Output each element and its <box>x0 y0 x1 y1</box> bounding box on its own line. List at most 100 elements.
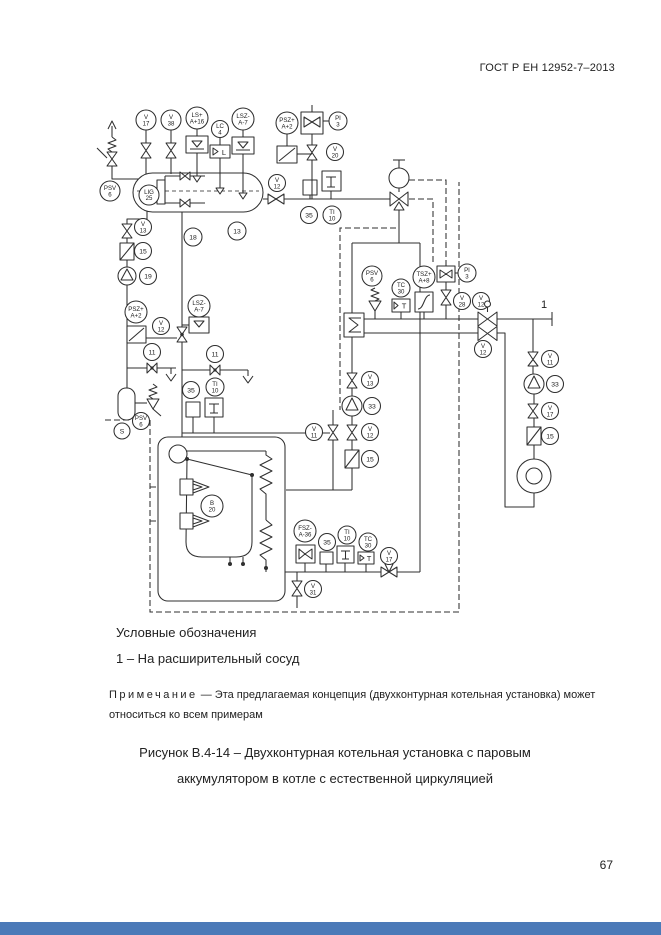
safety-valve-icon <box>368 300 382 312</box>
actuator-icon <box>388 167 410 189</box>
thermowell-icon <box>209 403 219 414</box>
spring-icon <box>107 136 117 153</box>
svg-text:35: 35 <box>305 213 313 220</box>
svg-text:13: 13 <box>233 229 241 236</box>
pump-icon <box>341 395 363 417</box>
svg-text:T: T <box>402 302 407 311</box>
valve-icon <box>165 142 177 159</box>
svg-text:17: 17 <box>547 412 554 419</box>
svg-text:13: 13 <box>140 228 147 235</box>
footer-bar <box>0 922 661 935</box>
svg-text:TSZ+: TSZ+ <box>416 271 432 278</box>
svg-text:15: 15 <box>546 434 554 441</box>
valve-icon <box>140 142 152 159</box>
note-paragraph: Примечание — Эта предлагаемая концепция … <box>109 685 601 725</box>
svg-text:6: 6 <box>370 277 374 284</box>
valve-icon <box>527 403 539 419</box>
svg-text:LSZ-: LSZ- <box>236 113 249 120</box>
burner-icon <box>179 512 194 530</box>
svg-text:S: S <box>120 429 125 436</box>
svg-text:PSZ+: PSZ+ <box>279 117 295 124</box>
svg-text:L: L <box>222 148 226 157</box>
valve-icon <box>121 223 133 239</box>
flow-element-icon <box>439 269 453 279</box>
svg-text:3: 3 <box>465 274 469 281</box>
valve-icon <box>327 424 339 441</box>
safety-valve-icon <box>146 398 160 410</box>
svg-text:A-7: A-7 <box>194 307 204 314</box>
controller-icon <box>128 327 145 342</box>
svg-text:20: 20 <box>332 153 339 160</box>
svg-text:15: 15 <box>139 249 147 256</box>
svg-text:A-36: A-36 <box>299 532 312 539</box>
heat-exchanger-block: PSV 6 T TC 30 TSZ+ A+8 PI <box>343 263 547 359</box>
svg-text:11: 11 <box>148 350 155 357</box>
svg-text:V: V <box>311 583 316 590</box>
svg-text:17: 17 <box>386 557 393 564</box>
svg-text:TC: TC <box>397 282 406 289</box>
svg-text:V: V <box>368 374 373 381</box>
svg-text:A+8: A+8 <box>418 278 430 285</box>
note-label: Примечание <box>109 689 198 701</box>
svg-text:10: 10 <box>344 536 351 543</box>
svg-text:V: V <box>333 146 338 153</box>
heating-coil-icon <box>259 519 273 572</box>
svg-text:PI: PI <box>335 115 341 122</box>
drum-internal-valve-icon <box>179 198 191 208</box>
svg-text:V: V <box>169 114 174 121</box>
svg-text:TI: TI <box>329 209 335 216</box>
legend-item-1: 1 – На расширительный сосуд <box>116 651 300 666</box>
three-way-valve-actuator <box>388 159 410 211</box>
svg-text:31: 31 <box>310 590 317 597</box>
spring-icon <box>370 287 380 302</box>
svg-text:33: 33 <box>551 382 559 389</box>
svg-text:TI: TI <box>212 381 218 388</box>
svg-text:33: 33 <box>368 404 376 411</box>
caption-line-2: аккумулятором в котле с естественной цир… <box>176 771 494 786</box>
svg-text:TI: TI <box>344 529 350 536</box>
figure-caption: Рисунок В.4-14 – Двухконтурная котельная… <box>95 740 575 792</box>
safety-valve-icon <box>106 151 118 167</box>
page-header: ГОСТ Р ЕН 12952-7–2013 <box>479 62 615 74</box>
valve-icon <box>527 351 539 367</box>
thermowell-icon <box>341 550 350 560</box>
gate-valve-icon <box>477 311 498 327</box>
main-piping <box>126 198 553 608</box>
svg-text:V: V <box>144 114 149 121</box>
svg-text:28: 28 <box>459 302 466 309</box>
svg-text:V: V <box>368 426 373 433</box>
svg-text:18: 18 <box>189 235 197 242</box>
svg-text:V: V <box>387 550 392 557</box>
thermowell-icon <box>326 176 336 188</box>
svg-text:V: V <box>275 177 280 184</box>
svg-text:35: 35 <box>187 388 195 395</box>
svg-text:LSZ-: LSZ- <box>192 300 205 307</box>
svg-text:38: 38 <box>168 121 175 128</box>
bottom-instrument-row: FSZ- A-36 35 TI 10 T TC 30 V 17 V 31 <box>291 519 399 599</box>
note-text: — Эта предлагаемая концепция (двухконтур… <box>109 689 596 721</box>
svg-text:T: T <box>367 554 372 563</box>
svg-text:A+16: A+16 <box>190 119 205 126</box>
svg-text:19: 19 <box>144 274 152 281</box>
circulation-pump-chain: V 11 33 V 17 15 <box>516 349 565 494</box>
svg-text:PSV: PSV <box>366 270 379 277</box>
svg-text:12: 12 <box>274 184 281 191</box>
burner-icon <box>179 478 194 496</box>
boiler: B 20 <box>157 436 286 602</box>
drum-safety-valve: PSV 6 <box>96 120 138 202</box>
page-number: 67 <box>599 858 613 872</box>
heat-exchanger-icon <box>348 317 361 333</box>
svg-text:PSZ+: PSZ+ <box>128 306 144 313</box>
level-switch-icon <box>193 320 205 328</box>
svg-text:12: 12 <box>480 350 487 357</box>
flow-element-icon <box>303 116 321 128</box>
flow-element-icon <box>298 548 313 560</box>
svg-text:TC: TC <box>364 536 373 543</box>
transmitter-arrow-icon <box>393 301 399 310</box>
gate-valve-icon <box>477 325 498 342</box>
flame-icon <box>192 514 210 528</box>
svg-text:6: 6 <box>108 192 112 199</box>
svg-text:12: 12 <box>478 302 485 309</box>
svg-text:12: 12 <box>158 327 165 334</box>
